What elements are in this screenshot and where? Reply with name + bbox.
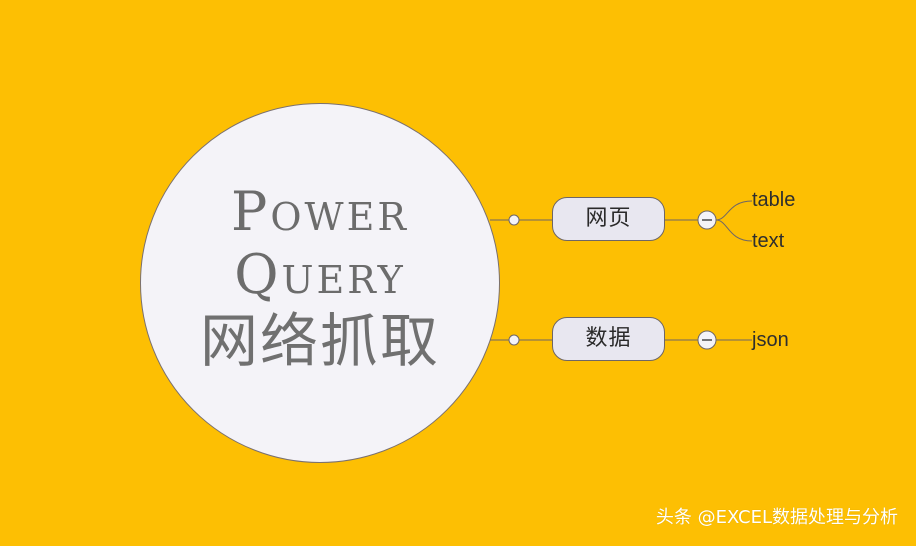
connector-branch-1-to-leaf-table: [715, 200, 753, 221]
branch-node-data[interactable]: 数据: [552, 317, 665, 361]
central-topic-circle[interactable]: [140, 103, 500, 463]
connector-branch-1-to-leaf-text: [715, 219, 753, 242]
central-topic-title-line-2: Query: [234, 243, 406, 306]
branch-1-collapse-button[interactable]: [697, 210, 717, 230]
leaf-node-text[interactable]: text: [752, 230, 785, 252]
central-topic-title-line-3: 网络抓取: [199, 307, 440, 375]
branch-2-anchor-dot: [508, 334, 520, 346]
branch-2-collapse-button[interactable]: [697, 330, 717, 350]
watermark-text: 头条 @EXCEL数据处理与分析: [655, 507, 898, 528]
central-topic-title-line-1: Power: [231, 180, 409, 243]
leaf-node-json[interactable]: json: [752, 329, 789, 351]
branch-node-webpage[interactable]: 网页: [552, 197, 665, 241]
branch-1-anchor-dot: [508, 214, 520, 226]
leaf-node-table[interactable]: table: [752, 189, 796, 211]
